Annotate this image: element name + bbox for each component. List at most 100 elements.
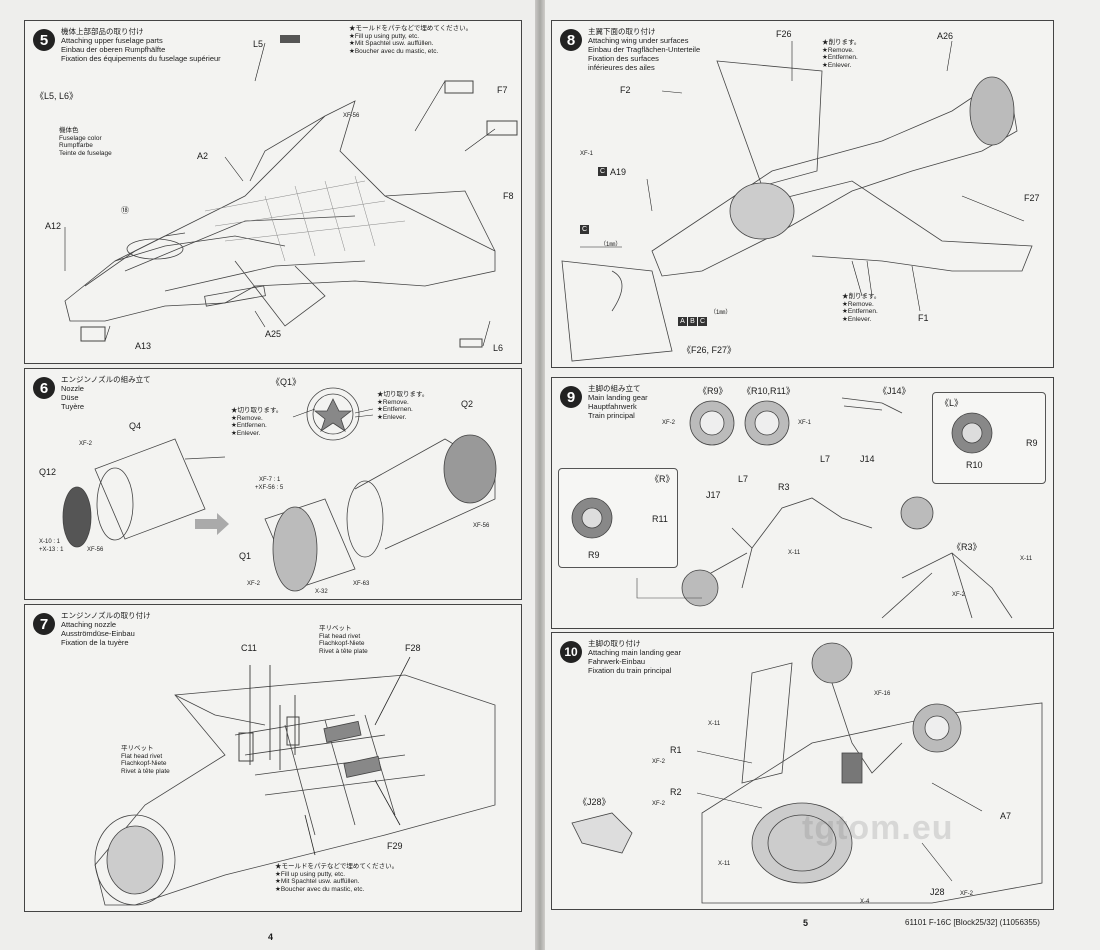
step-number: 8: [560, 29, 582, 51]
part-label: F8: [503, 191, 514, 201]
part-reference: 《R10,R11》: [742, 386, 795, 396]
part-reference: 《J14》: [878, 386, 911, 396]
part-label: R9: [588, 550, 600, 560]
part-label: R3: [778, 482, 790, 492]
paint-code: X-32: [315, 589, 328, 595]
part-tree-tag: C: [598, 167, 607, 176]
part-label: J14: [860, 454, 875, 464]
part-label: R2: [670, 787, 682, 797]
drill-size: （1㎜）: [600, 242, 622, 248]
part-reference: 《Q1》: [271, 377, 302, 387]
part-label: A19: [610, 167, 627, 177]
paint-code: XF-2: [652, 801, 666, 807]
paint-mix: +XF-56 : 5: [255, 485, 284, 491]
paint-code: XF-16: [874, 691, 891, 697]
cut-note-left: ★切り取ります。★Remove.★Entfernen.★Enlever.: [231, 407, 283, 437]
part-reference: 《L》: [940, 398, 964, 408]
part-label: A13: [135, 341, 152, 351]
part-label: A7: [1000, 811, 1012, 821]
page-number-left: 4: [268, 932, 274, 942]
part-label: F27: [1024, 193, 1040, 203]
drill-size: （1㎜）: [710, 310, 732, 316]
paint-code: XF-2: [247, 581, 261, 587]
paint-code: XF-2: [662, 420, 676, 426]
part-label: R10: [966, 460, 983, 470]
part-label: C11: [241, 643, 257, 653]
part-reference: 《R9》: [698, 386, 728, 396]
step-number: 10: [560, 641, 582, 663]
remove-note-bottom: ★削ります。★Remove.★Entfernen.★Enlever.: [842, 293, 881, 323]
part-label: F29: [387, 841, 403, 851]
part-label: A26: [937, 31, 954, 41]
part-reference: 《J28》: [578, 797, 611, 807]
part-label: L7: [738, 474, 749, 484]
part-label: A25: [265, 329, 282, 339]
paint-code: X-11: [718, 861, 731, 867]
paint-code: XF-56: [473, 523, 490, 529]
nozzle-attach-drawing: [94, 656, 496, 906]
paint-code: XF-2: [79, 441, 93, 447]
step-number: 9: [560, 386, 582, 408]
paint-code: X-4: [860, 899, 870, 905]
part-label: R1: [670, 745, 682, 755]
part-label: F28: [405, 643, 421, 653]
part-label: Q2: [461, 399, 474, 409]
paint-code: XF-2: [960, 891, 974, 897]
paint-code: X-11: [1020, 556, 1033, 562]
paint-code: XF-56: [87, 547, 104, 553]
callout-number: ⑱: [121, 206, 129, 215]
nozzle-drawing: [62, 387, 497, 592]
paint-mix: +X-13 : 1: [39, 547, 64, 553]
paint-mix: XF-7 : 1: [259, 477, 281, 483]
part-label: L5: [253, 39, 264, 49]
paint-code: XF-63: [353, 581, 370, 587]
color-reference: 《L5, L6》: [35, 91, 79, 101]
cut-note-right: ★切り取ります。★Remove.★Entfernen.★Enlever.: [377, 391, 429, 421]
part-label: J28: [930, 887, 945, 897]
page-number-right: 5: [803, 918, 809, 928]
part-reference: 《F26, F27》: [682, 345, 737, 355]
putty-note: ★モールドをパテなどで埋めてください。★Fill up using putty,…: [275, 863, 399, 893]
part-label: Q12: [39, 467, 57, 477]
part-label: J17: [706, 490, 721, 500]
part-label: A12: [45, 221, 62, 231]
part-label: Q1: [239, 551, 252, 561]
part-label: F26: [776, 29, 792, 39]
part-reference: 《R3》: [952, 542, 982, 552]
step-number: 7: [33, 613, 55, 635]
step-number: 6: [33, 377, 55, 399]
part-reference: 《R》: [650, 474, 675, 484]
paint-code: XF-1: [580, 151, 594, 157]
gear-attach-drawing: [571, 642, 1043, 904]
part-label: L6: [493, 343, 504, 353]
upper-fuselage-drawing: [64, 35, 518, 348]
part-label: R9: [1026, 438, 1038, 448]
part-label: F1: [918, 313, 929, 323]
page-spine: [535, 0, 545, 950]
part-label: F7: [497, 85, 508, 95]
wing-under-drawing: [561, 40, 1033, 362]
remove-note-top: ★削ります。★Remove.★Entfernen.★Enlever.: [822, 39, 861, 69]
paint-code: XF-56: [343, 113, 360, 119]
paint-code: XF-2: [952, 592, 966, 598]
paint-code: X-11: [708, 721, 721, 727]
putty-note: ★モールドをパテなどで埋めてください。★Fill up using putty,…: [349, 25, 473, 55]
footer-code: 61101 F-16C [Block25/32] (11056355): [905, 918, 1040, 927]
part-label: A2: [197, 151, 209, 161]
part-label: Q4: [129, 421, 142, 431]
part-label: L7: [820, 454, 831, 464]
